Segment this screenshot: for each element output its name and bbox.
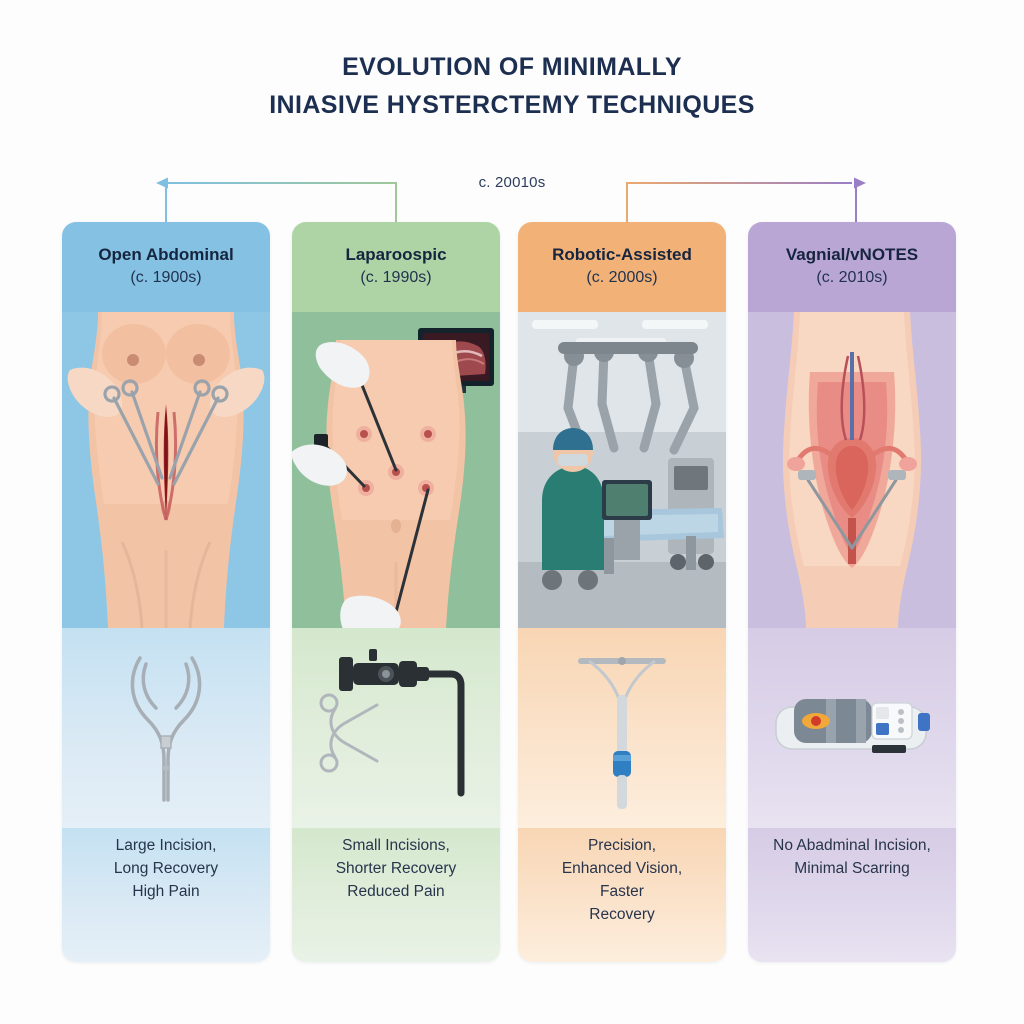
technique-card-open-abdominal[interactable]: Open Abdominal (c. 1900s) (62, 222, 270, 962)
caption-line: Small Incisions, (342, 837, 450, 854)
card-header-robotic-assisted: Robotic-Assisted (c. 2000s) (518, 222, 726, 312)
card-header-laparoscopic: Laparoospic (c. 1990s) (292, 222, 500, 312)
caption-line: Precision, (587, 837, 657, 854)
caption-line: Reduced Pain (347, 883, 445, 900)
technique-card-robotic-assisted[interactable]: Robotic-Assisted (c. 2000s) (518, 222, 726, 962)
technique-era: (c. 1900s) (130, 269, 202, 286)
caption-line: Minimal Scarring (794, 860, 910, 877)
caption-line: Large Incision, (115, 837, 217, 854)
timeline-arrows (0, 160, 1024, 222)
page-title: EVOLUTION OF MINIMALLY INIASIVE HYSTERCT… (0, 48, 1024, 124)
caption-line: No Abadminal Incision, Minimal Scarring (773, 834, 931, 880)
forceps-icon (62, 628, 270, 828)
technique-name: Vagnial/vNOTES (785, 245, 919, 264)
illustration-pelvic-anatomy (748, 312, 956, 628)
technique-card-vaginal-vnotes[interactable]: Vagnial/vNOTES (c. 2010s) (748, 222, 956, 962)
caption-line: Long Recovery (113, 860, 219, 877)
technique-name: Open Abdominal (98, 245, 234, 264)
card-header-open-abdominal: Open Abdominal (c. 1900s) (62, 222, 270, 312)
technique-columns: Open Abdominal (c. 1900s) (0, 222, 1024, 964)
illustration-open-abdominal (62, 312, 270, 628)
technique-name: Robotic-Assisted (552, 245, 692, 264)
caption-line: Recovery (589, 906, 655, 923)
timeline-label: c. 20010s (478, 174, 546, 191)
technique-name: Laparoospic (345, 245, 447, 264)
vnotes-stapler-icon (748, 628, 956, 828)
laparoscope-trocar-icon (292, 628, 500, 828)
illustration-laparoscopic (292, 312, 500, 628)
technique-era: (c. 2000s) (586, 269, 658, 286)
page-title-line-2: INIASIVE HYSTERCTEMY TECHNIQUES (269, 91, 755, 119)
card-header-vaginal-vnotes: Vagnial/vNOTES (c. 2010s) (748, 222, 956, 312)
technique-era: (c. 2010s) (816, 269, 888, 286)
illustration-robotic-operating-room (518, 312, 726, 628)
uterine-manipulator-icon (518, 628, 726, 828)
technique-card-laparoscopic[interactable]: Laparoospic (c. 1990s) (292, 222, 500, 962)
caption-line: High Pain (132, 883, 200, 900)
caption-line: Enhanced Vision, (561, 860, 683, 877)
technique-era: (c. 1990s) (360, 269, 432, 286)
caption-line: Faster (600, 883, 644, 900)
caption-vaginal-vnotes: No Abadminal Incision, Minimal Scarring (748, 828, 956, 962)
caption-line: Shorter Recovery (335, 860, 457, 877)
page-title-line-1: EVOLUTION OF MINIMALLY (342, 53, 682, 81)
caption-line: No Abadminal Incision, (773, 837, 931, 854)
